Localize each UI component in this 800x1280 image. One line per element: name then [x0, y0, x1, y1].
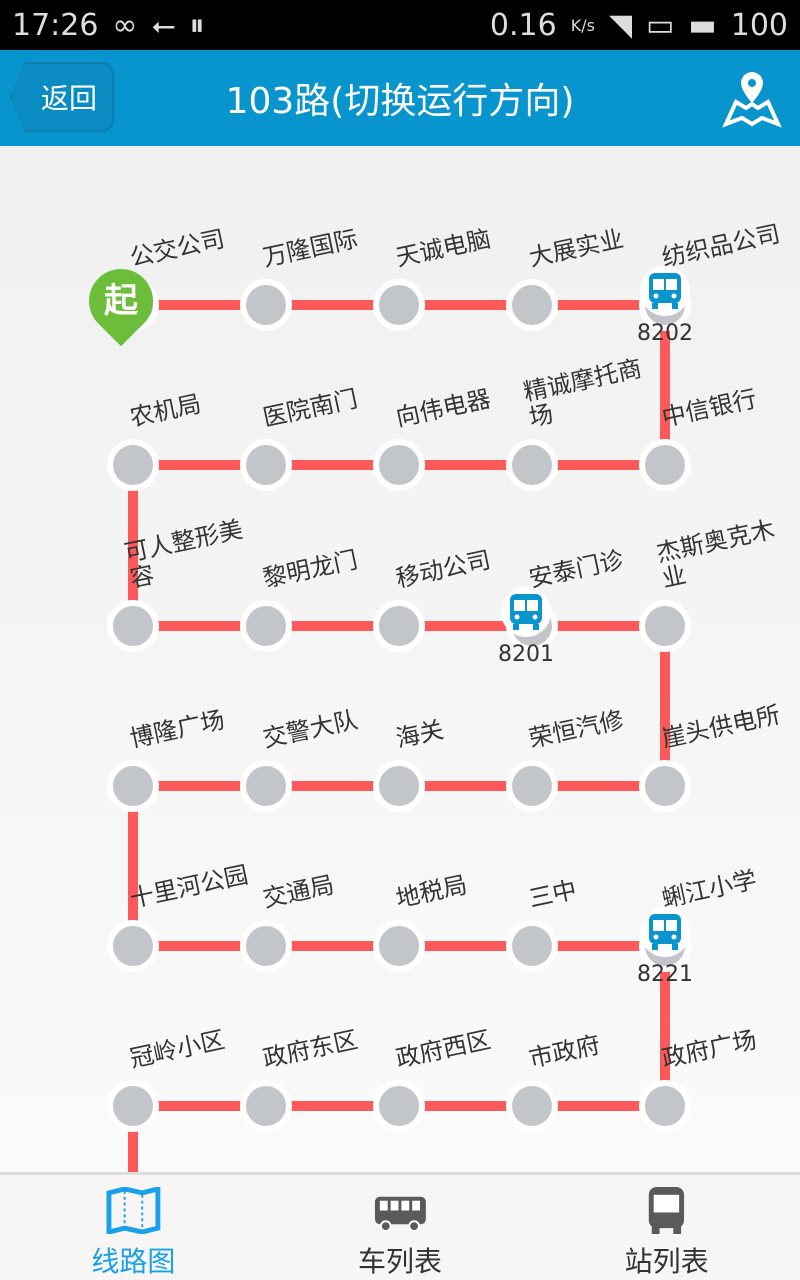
speed-unit: K/s — [570, 15, 595, 35]
clock: 17:26 — [12, 7, 99, 43]
station-label[interactable]: 地税局 — [393, 870, 470, 913]
bus-marker[interactable] — [501, 587, 551, 637]
sim-icon: ▭ — [646, 7, 675, 43]
station-label[interactable]: 崖头供电所 — [659, 700, 783, 753]
map-location-icon[interactable] — [722, 68, 782, 128]
station-label[interactable]: 移动公司 — [393, 545, 494, 593]
net-speed: 0.16 — [489, 7, 557, 43]
bus-side-icon — [374, 1196, 426, 1233]
station-label[interactable]: 精诚摩托商场 — [520, 354, 645, 432]
bus-number: 8221 — [637, 962, 693, 987]
route-map[interactable]: 公交公司万隆国际天诚电脑大展实业纺织品公司农机局 医院南门向伟电器精诚摩托商场中信… — [0, 146, 800, 1172]
station-node[interactable] — [506, 279, 558, 331]
station-node[interactable] — [240, 600, 292, 652]
wifi-icon: ◥ — [608, 7, 633, 43]
station-node[interactable] — [107, 600, 159, 652]
station-label[interactable]: 海关 — [393, 715, 447, 753]
station-label[interactable]: 政府东区 — [260, 1025, 361, 1073]
station-label[interactable]: 安泰门诊 — [526, 545, 627, 593]
station-node[interactable] — [240, 1080, 292, 1132]
station-node[interactable] — [240, 760, 292, 812]
station-node[interactable] — [107, 920, 159, 972]
page-title[interactable]: 103路(切换运行方向) — [225, 81, 575, 122]
route-line — [128, 465, 138, 626]
station-node[interactable] — [107, 1080, 159, 1132]
bus-icon — [649, 914, 681, 950]
station-label[interactable]: 荣恒汽修 — [526, 705, 627, 753]
station-node[interactable] — [639, 760, 691, 812]
station-node[interactable] — [373, 600, 425, 652]
tab-label: 站列表 — [624, 1245, 709, 1278]
station-node[interactable] — [107, 760, 159, 812]
station-node[interactable] — [639, 1080, 691, 1132]
back-button[interactable]: 返回 — [10, 62, 114, 132]
bus-marker[interactable] — [640, 266, 690, 316]
station-label[interactable]: 博隆广场 — [127, 705, 228, 753]
tab-station-list[interactable]: 站列表 — [533, 1175, 800, 1280]
station-node[interactable] — [373, 760, 425, 812]
station-label[interactable]: 冠岭小区 — [127, 1025, 228, 1073]
tab-label: 线路图 — [91, 1245, 176, 1278]
station-node[interactable] — [639, 600, 691, 652]
station-label[interactable]: 纺织品公司 — [659, 219, 783, 272]
station-node[interactable] — [639, 439, 691, 491]
battery-level: 100 — [730, 7, 788, 43]
station-node[interactable] — [240, 439, 292, 491]
station-label[interactable]: 中信银行 — [659, 384, 760, 432]
route-line — [128, 1106, 138, 1172]
station-node[interactable] — [107, 439, 159, 491]
tab-bus-list[interactable]: 车列表 — [267, 1175, 534, 1280]
bus-marker[interactable] — [640, 907, 690, 957]
station-node[interactable] — [373, 439, 425, 491]
station-label[interactable]: 万隆国际 — [260, 224, 361, 272]
bottom-tabs: 线路图 车列表 站列表 — [0, 1172, 800, 1280]
bus-number: 8202 — [637, 321, 693, 346]
map-icon — [106, 1187, 161, 1234]
station-label[interactable]: 政府西区 — [393, 1025, 494, 1073]
station-label[interactable]: 交警大队 — [260, 705, 361, 753]
start-label: 起 — [104, 281, 138, 321]
route-line — [128, 786, 138, 946]
bus-icon — [649, 273, 681, 309]
station-label[interactable]: 十里河公园 — [127, 860, 251, 913]
route-line — [660, 305, 670, 465]
status-bar: 17:26 ∞ ⭠ ⏸ 0.16 K/s ◥ ▭ ▬ 100 — [0, 0, 800, 50]
station-label[interactable]: 市政府 — [526, 1030, 603, 1073]
pause-icon: ⏸ — [189, 7, 205, 43]
station-node[interactable] — [240, 920, 292, 972]
tab-route-map[interactable]: 线路图 — [0, 1175, 267, 1280]
station-label[interactable]: 黎明龙门 — [260, 545, 361, 593]
bus-number: 8201 — [498, 642, 554, 667]
station-node[interactable] — [373, 920, 425, 972]
battery-icon: ▬ — [688, 7, 717, 43]
station-label[interactable]: 蜊江小学 — [659, 865, 760, 913]
station-node[interactable] — [506, 760, 558, 812]
station-label[interactable]: 政府广场 — [659, 1025, 760, 1073]
station-label[interactable]: 可人整形美容 — [121, 515, 246, 593]
station-node[interactable] — [506, 439, 558, 491]
station-label[interactable]: 医院南门 — [260, 384, 361, 432]
station-node[interactable] — [506, 1080, 558, 1132]
station-node[interactable] — [240, 279, 292, 331]
station-node[interactable] — [506, 920, 558, 972]
header: 返回 103路(切换运行方向) — [0, 50, 800, 146]
station-label[interactable]: 公交公司 — [127, 224, 228, 272]
station-label[interactable]: 向伟电器 — [393, 384, 494, 432]
route-line — [660, 626, 670, 786]
bus-front-icon — [649, 1187, 685, 1234]
start-marker: 起 — [75, 255, 167, 347]
station-label[interactable]: 杰斯奥克木业 — [653, 515, 778, 593]
station-label[interactable]: 农机局 — [127, 389, 204, 432]
station-label[interactable]: 天诚电脑 — [393, 224, 494, 272]
station-node[interactable] — [373, 1080, 425, 1132]
station-label[interactable]: 大展实业 — [526, 224, 627, 272]
station-label[interactable]: 三中 — [526, 875, 580, 913]
infinity-icon: ∞ — [112, 7, 138, 43]
usb-icon: ⭠ — [151, 7, 176, 43]
station-node[interactable] — [373, 279, 425, 331]
bus-icon — [510, 594, 542, 630]
route-line — [660, 946, 670, 1106]
station-label[interactable]: 交通局 — [260, 870, 337, 913]
tab-label: 车列表 — [358, 1245, 443, 1278]
